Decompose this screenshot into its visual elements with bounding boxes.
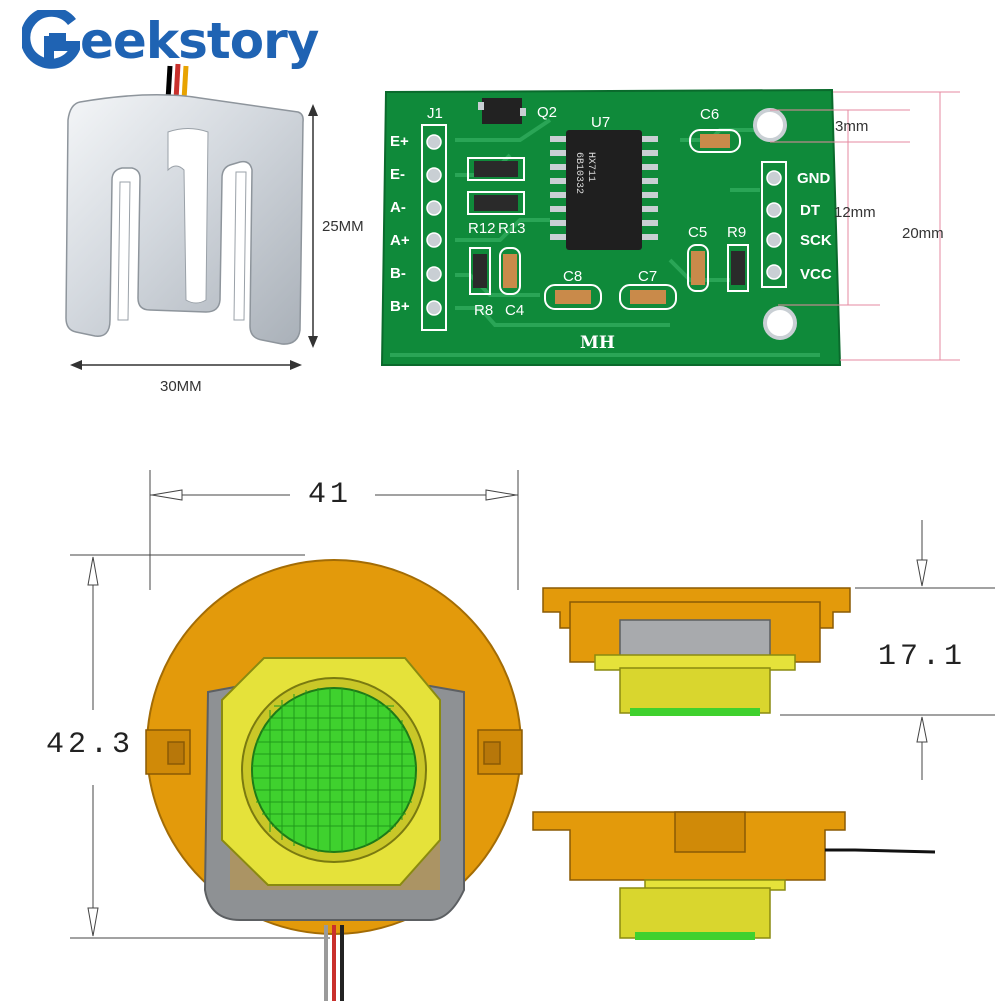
load-cell-illustration <box>65 63 318 370</box>
sensor-side-views <box>532 520 995 940</box>
r13-label: R13 <box>498 220 526 237</box>
sensor-top-view <box>70 470 523 1001</box>
c4-label: C4 <box>505 302 525 319</box>
sensor-wires <box>324 925 344 1001</box>
sensor-pad-grid <box>252 688 416 852</box>
sensor-side-tabs <box>145 729 523 775</box>
c6-label: C6 <box>700 106 720 123</box>
hx711-board-illustration <box>380 88 960 366</box>
q2-transistor <box>482 98 522 124</box>
load-cell-u-slot <box>167 128 209 304</box>
q2-label: Q2 <box>537 104 558 121</box>
brand-logo: eekstory <box>22 10 319 72</box>
pin-label-b-plus: B+ <box>390 298 410 315</box>
load-cell-height-dimension <box>308 104 318 348</box>
brand-g-mark-icon <box>22 10 80 69</box>
brand-logo-text: eekstory <box>80 12 319 70</box>
output-pins <box>766 170 782 280</box>
pin-label-e-plus: E+ <box>390 133 409 150</box>
sensor-green-pad <box>251 687 417 853</box>
pin-label-e-minus: E- <box>390 166 405 183</box>
sensor-height-label: 42.3 <box>46 728 135 762</box>
sensor-side-view-bottom <box>532 811 936 940</box>
c7-label: C7 <box>638 268 658 285</box>
chip-marking-model: HX711 <box>585 152 596 183</box>
j1-label: J1 <box>427 105 443 122</box>
pin-label-a-minus: A- <box>390 199 406 216</box>
output-header <box>761 161 787 288</box>
pin-label-gnd: GND <box>797 170 831 187</box>
c8-label: C8 <box>563 268 583 285</box>
sensor-side-view-top <box>542 587 851 716</box>
load-cell-slot-right <box>233 171 247 321</box>
hx711-chip <box>550 130 658 250</box>
u7-label: U7 <box>591 114 611 131</box>
sensor-thickness-label: 17.1 <box>878 640 967 674</box>
load-cell-width-label: 30MM <box>160 378 202 395</box>
board-mark: MH <box>580 333 615 353</box>
sensor-width-label: 41 <box>308 478 353 512</box>
pin-label-sck: SCK <box>800 232 832 249</box>
pin-label-a-plus: A+ <box>390 232 410 249</box>
pin-label-b-minus: B- <box>390 265 406 282</box>
pin-span-dimension: 12mm <box>834 204 876 221</box>
sensor-thickness-dimension <box>780 520 995 780</box>
smd-components <box>467 129 749 310</box>
board-dimension-lines <box>770 91 960 361</box>
r8-label: R8 <box>474 302 494 319</box>
board-height-dimension: 20mm <box>902 225 944 242</box>
mounting-hole-top <box>753 108 787 142</box>
load-cell-height-label: 25MM <box>322 218 364 235</box>
c5-label: C5 <box>688 224 708 241</box>
j1-header <box>421 124 447 331</box>
pin-label-dt: DT <box>800 202 820 219</box>
hole-offset-dimension: 3mm <box>835 118 869 135</box>
r12-label: R12 <box>468 220 496 237</box>
pin-label-vcc: VCC <box>800 266 832 283</box>
j1-pins <box>426 134 442 316</box>
mounting-hole-bottom <box>763 306 797 340</box>
chip-marking-batch: 6B10332 <box>573 152 584 195</box>
load-cell-slot-left <box>117 181 131 321</box>
load-cell-width-dimension <box>70 360 302 370</box>
sensor-height-dimension <box>70 554 330 939</box>
r9-label: R9 <box>727 224 747 241</box>
sensor-width-dimension <box>149 470 519 590</box>
